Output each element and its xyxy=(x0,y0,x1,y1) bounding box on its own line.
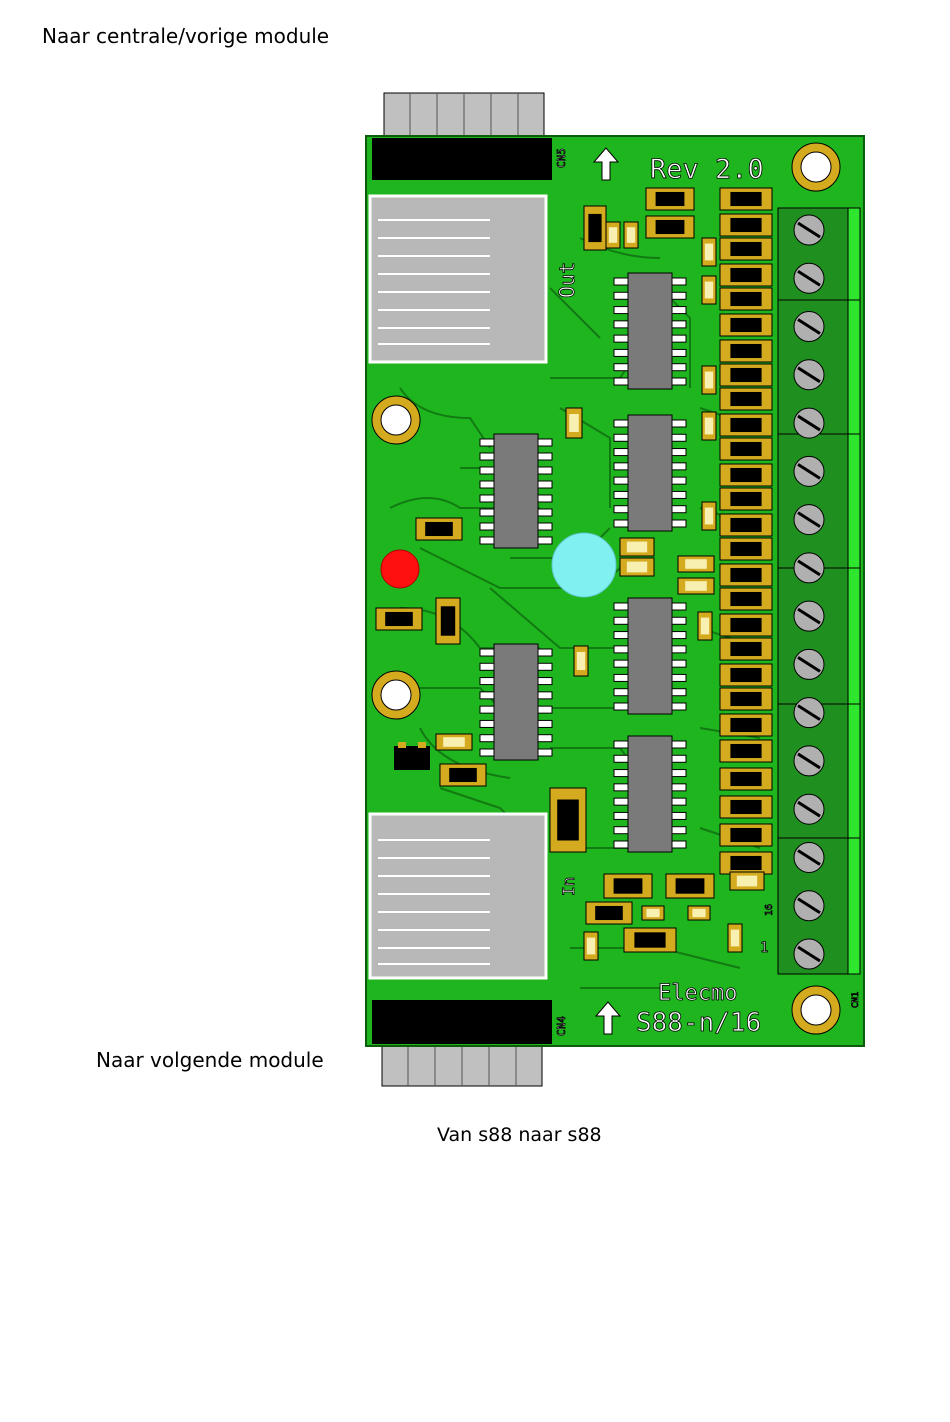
smd-led xyxy=(620,538,654,556)
rj-jack-out xyxy=(370,196,546,362)
smd-resistor xyxy=(720,388,772,410)
smd-resistor xyxy=(624,928,676,952)
header-cn4 xyxy=(372,1000,552,1044)
smd-resistor xyxy=(376,608,422,630)
smd-led xyxy=(730,872,764,890)
smd-resistor xyxy=(720,824,772,846)
smd-led xyxy=(688,906,710,920)
terminal-screw-icon xyxy=(794,312,824,342)
rj-jack-in xyxy=(370,814,546,978)
smd-led xyxy=(620,558,654,576)
label-model: S88-n/16 xyxy=(636,1008,761,1038)
label-cn4: CN4 xyxy=(555,1016,568,1036)
smd-resistor xyxy=(720,364,772,386)
caption-top: Naar centrale/vorige module xyxy=(42,24,329,48)
label-brand: Elecmo xyxy=(658,981,737,1006)
label-pin16: 16 xyxy=(764,904,775,916)
smd-resistor xyxy=(720,538,772,560)
led-red xyxy=(381,550,419,588)
terminal-screw-icon xyxy=(794,649,824,679)
smd-led xyxy=(702,502,716,530)
smd-capacitor xyxy=(550,788,586,852)
smd-resistor xyxy=(586,902,632,924)
label-in: In xyxy=(559,877,578,896)
smd-resistor xyxy=(720,796,772,818)
smd-resistor xyxy=(720,214,772,236)
smd-resistor xyxy=(416,518,462,540)
top-cable-connector xyxy=(384,93,544,138)
smd-led xyxy=(642,906,664,920)
terminal-screw-icon xyxy=(794,456,824,486)
smd-led xyxy=(574,646,588,676)
smd-led xyxy=(698,612,712,640)
terminal-screw-icon xyxy=(794,794,824,824)
smd-capacitor xyxy=(436,598,460,644)
pcb-diagram: CN5 CN4 Out In Rev 2.0 Elecmo xyxy=(360,88,872,1088)
smd-resistor xyxy=(720,340,772,362)
terminal-screw-icon xyxy=(794,263,824,293)
caption-next-module: Naar volgende module xyxy=(96,1048,324,1072)
smd-resistor xyxy=(720,488,772,510)
caption-bottom: Van s88 naar s88 xyxy=(437,1124,602,1146)
terminal-screw-icon xyxy=(794,408,824,438)
smd-resistor xyxy=(720,264,772,286)
smd-led xyxy=(702,366,716,394)
label-out: Out xyxy=(555,262,579,298)
header-cn5 xyxy=(372,138,552,180)
smd-led xyxy=(702,238,716,266)
smd-led xyxy=(678,578,714,594)
terminal-screw-icon xyxy=(794,215,824,245)
smd-resistor xyxy=(720,514,772,536)
smd-resistor xyxy=(720,464,772,486)
terminal-screw-icon xyxy=(794,842,824,872)
terminal-screw-icon xyxy=(794,746,824,776)
label-cn1: CN1 xyxy=(851,992,861,1008)
smd-resistor xyxy=(720,288,772,310)
smd-resistor xyxy=(604,874,652,898)
smd-led xyxy=(678,556,714,572)
smd-led xyxy=(606,222,620,248)
smd-capacitor xyxy=(584,206,606,250)
smd-resistor xyxy=(720,714,772,736)
pcb-svg: CN5 CN4 Out In Rev 2.0 Elecmo xyxy=(360,88,872,1088)
smd-led xyxy=(566,408,582,438)
smd-resistor xyxy=(720,588,772,610)
smd-led xyxy=(702,412,716,440)
terminal-screw-icon xyxy=(794,553,824,583)
label-cn5: CN5 xyxy=(555,148,568,168)
terminal-screw-icon xyxy=(794,360,824,390)
label-pin1: 1 xyxy=(760,940,768,956)
smd-resistor xyxy=(720,852,772,874)
terminal-screw-icon xyxy=(794,505,824,535)
terminal-screw-icon xyxy=(794,698,824,728)
smd-led xyxy=(584,932,598,960)
led-cyan xyxy=(552,533,616,597)
smd-resistor xyxy=(720,614,772,636)
terminal-screw-icon xyxy=(794,601,824,631)
smd-resistor xyxy=(720,414,772,436)
smd-resistor xyxy=(720,664,772,686)
smd-resistor xyxy=(720,314,772,336)
smd-resistor xyxy=(720,740,772,762)
smd-resistor xyxy=(666,874,714,898)
jumper xyxy=(394,742,430,770)
smd-resistor xyxy=(720,638,772,660)
smd-led xyxy=(436,734,472,750)
smd-resistor xyxy=(720,238,772,260)
smd-resistor xyxy=(646,216,694,238)
smd-resistor xyxy=(646,188,694,210)
terminal-screw-icon xyxy=(794,891,824,921)
smd-resistor xyxy=(440,764,486,786)
smd-led xyxy=(702,276,716,304)
terminal-screw-icon xyxy=(794,939,824,969)
smd-resistor xyxy=(720,768,772,790)
smd-resistor xyxy=(720,438,772,460)
terminal-block xyxy=(778,208,860,974)
smd-resistor xyxy=(720,564,772,586)
smd-resistor xyxy=(720,688,772,710)
smd-led xyxy=(624,222,638,248)
smd-led xyxy=(728,924,742,952)
label-rev: Rev 2.0 xyxy=(650,154,764,185)
smd-resistor xyxy=(720,188,772,210)
